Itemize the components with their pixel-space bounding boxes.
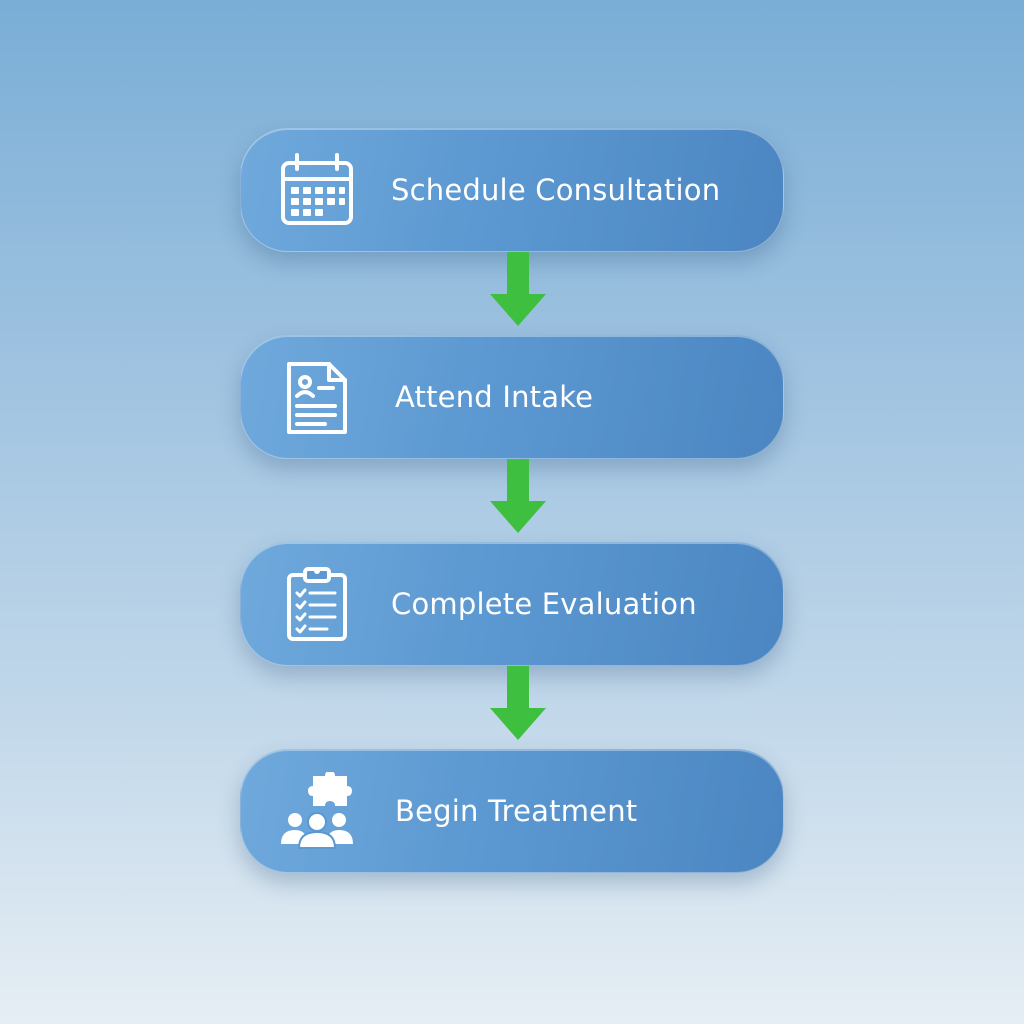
step-label: Attend Intake <box>395 380 594 414</box>
arrow-down-icon <box>488 666 548 742</box>
step-label: Complete Evaluation <box>391 587 697 621</box>
step-label: Begin Treatment <box>395 794 638 828</box>
step-label: Schedule Consultation <box>391 173 721 207</box>
step-attend-intake: Attend Intake <box>240 335 784 459</box>
arrow-down-icon <box>488 252 548 328</box>
step-schedule-consultation: Schedule Consultation <box>240 128 784 252</box>
team-puzzle-icon <box>277 772 357 852</box>
arrow-down-icon <box>488 459 548 535</box>
clipboard-checklist-icon <box>277 565 357 645</box>
calendar-icon <box>277 151 357 231</box>
step-begin-treatment: Begin Treatment <box>240 749 784 873</box>
document-icon <box>277 358 357 438</box>
step-complete-evaluation: Complete Evaluation <box>240 542 784 666</box>
